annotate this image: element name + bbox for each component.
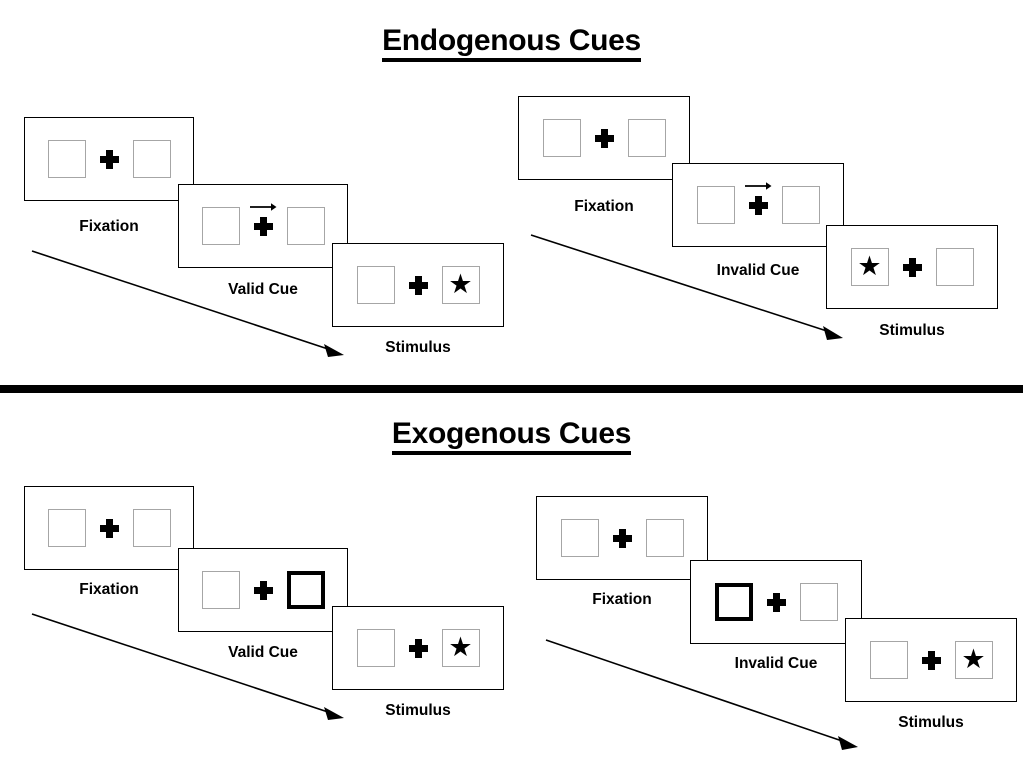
stimulus-box-right-with-target: ★ xyxy=(441,266,480,304)
stimulus-box-left xyxy=(542,119,581,157)
stimulus-box-left-cued xyxy=(714,583,753,621)
panel-endogenous-invalid-cue xyxy=(672,163,844,247)
section-title-exogenous: Exogenous Cues xyxy=(0,417,1023,455)
stimulus-box-right xyxy=(645,519,684,557)
caption-endogenous-valid-fixation: Fixation xyxy=(79,218,139,235)
stimulus-box-right-with-target: ★ xyxy=(441,629,480,667)
stimulus-box-left xyxy=(869,641,908,679)
panel-exogenous-invalid-stimulus: ★ xyxy=(845,618,1017,702)
panel-endogenous-valid-stimulus: ★ xyxy=(332,243,504,327)
panel-exogenous-invalid-fixation xyxy=(536,496,708,580)
panel-endogenous-invalid-fixation xyxy=(518,96,690,180)
caption-exogenous-valid-stimulus: Stimulus xyxy=(385,702,451,719)
fixation-plus-icon xyxy=(408,275,428,295)
stimulus-box-left xyxy=(201,207,240,245)
time-flow-arrow-icon xyxy=(530,234,843,340)
caption-endogenous-invalid-fixation: Fixation xyxy=(574,198,634,215)
fixation-plus-icon xyxy=(902,257,922,277)
stimulus-box-right xyxy=(799,583,838,621)
caption-exogenous-valid-fixation: Fixation xyxy=(79,581,139,598)
stimulus-box-right xyxy=(627,119,666,157)
stimulus-box-left xyxy=(201,571,240,609)
stimulus-box-left xyxy=(696,186,735,224)
stimulus-box-right xyxy=(132,140,171,178)
stimulus-box-right xyxy=(781,186,820,224)
fixation-plus-icon xyxy=(408,638,428,658)
stimulus-box-left xyxy=(47,140,86,178)
panel-endogenous-valid-cue xyxy=(178,184,348,268)
caption-endogenous-valid-cue: Valid Cue xyxy=(228,281,298,298)
caption-exogenous-invalid-fixation: Fixation xyxy=(592,591,652,608)
fixation-plus-icon xyxy=(612,528,632,548)
fixation-plus-icon xyxy=(921,650,941,670)
panel-exogenous-valid-fixation xyxy=(24,486,194,570)
star-icon: ★ xyxy=(448,631,473,662)
time-flow-arrow-icon xyxy=(545,639,858,750)
panel-exogenous-valid-cue xyxy=(178,548,348,632)
caption-endogenous-invalid-stimulus: Stimulus xyxy=(879,322,945,339)
fixation-plus-icon xyxy=(250,202,277,236)
caption-endogenous-invalid-cue: Invalid Cue xyxy=(716,262,800,279)
fixation-plus-icon xyxy=(594,128,614,148)
stimulus-box-right-with-target: ★ xyxy=(954,641,993,679)
section-divider xyxy=(0,385,1023,393)
fixation-plus-icon xyxy=(99,518,119,538)
stimulus-box-left xyxy=(356,629,395,667)
star-icon: ★ xyxy=(448,268,473,299)
stimulus-box-right xyxy=(286,207,325,245)
section-title-endogenous-text: Endogenous Cues xyxy=(382,24,641,62)
fixation-plus-icon xyxy=(99,149,119,169)
caption-exogenous-valid-cue: Valid Cue xyxy=(228,644,298,661)
panel-endogenous-invalid-stimulus: ★ xyxy=(826,225,998,309)
stimulus-box-left xyxy=(47,509,86,547)
stimulus-box-left xyxy=(560,519,599,557)
fixation-plus-icon xyxy=(745,181,772,215)
star-icon: ★ xyxy=(857,250,882,281)
stimulus-box-left-with-target: ★ xyxy=(850,248,889,286)
stimulus-box-left xyxy=(356,266,395,304)
star-icon: ★ xyxy=(961,643,986,674)
fixation-plus-icon xyxy=(253,580,273,600)
section-title-endogenous: Endogenous Cues xyxy=(0,24,1023,62)
fixation-plus-icon xyxy=(766,592,786,612)
panel-exogenous-invalid-cue xyxy=(690,560,862,644)
arrow-right-icon xyxy=(745,181,772,190)
stimulus-box-right-cued xyxy=(286,571,325,609)
arrow-right-icon xyxy=(250,202,277,211)
panel-endogenous-valid-fixation xyxy=(24,117,194,201)
stimulus-box-right xyxy=(132,509,171,547)
panel-exogenous-valid-stimulus: ★ xyxy=(332,606,504,690)
stimulus-box-right xyxy=(935,248,974,286)
caption-exogenous-invalid-cue: Invalid Cue xyxy=(734,655,818,672)
caption-exogenous-invalid-stimulus: Stimulus xyxy=(898,714,964,731)
caption-endogenous-valid-stimulus: Stimulus xyxy=(385,339,451,356)
section-title-exogenous-text: Exogenous Cues xyxy=(391,417,631,455)
